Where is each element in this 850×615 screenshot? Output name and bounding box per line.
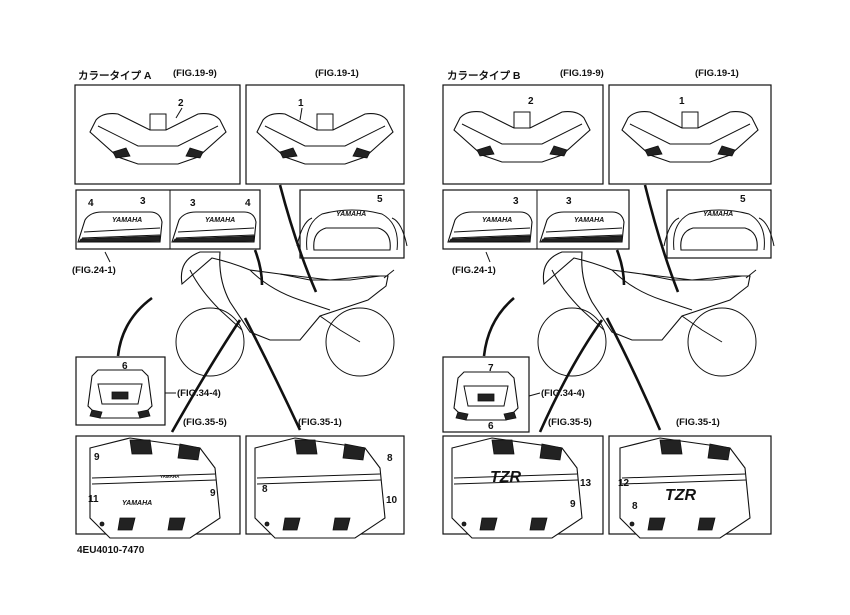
callout: 3 [190,198,196,209]
tail-decal-left [453,111,591,163]
seat-logo: YAMAHA [703,211,733,218]
callout: 9 [210,488,216,499]
side-cowl-left [89,437,221,539]
front-cowl [87,369,153,419]
box-front-cowl [442,356,530,433]
panel-title: カラータイプ A [78,69,152,82]
fig-label-19-1: (FIG.19-1) [695,68,739,79]
callout: 1 [679,96,685,107]
callout: 8 [262,484,268,495]
callout: 3 [140,196,146,207]
side-cowl-right [254,437,386,539]
callout: 6 [122,361,128,372]
box-seat-cowl [666,189,772,259]
fig-label-35-1: (FIG.35-1) [676,417,720,428]
panel-color-type-a: カラータイプ A (FIG.19-9) (FIG.19-1) 2 1 YAMAH… [72,68,408,539]
callout: 5 [740,194,746,205]
callout: 8 [387,453,393,464]
fig-label-19-9: (FIG.19-9) [173,68,217,79]
fig-label-35-1: (FIG.35-1) [298,417,342,428]
tank-logo-right: YAMAHA [574,217,604,224]
box-seat-cowl [299,189,405,259]
box-tail-left [74,84,241,185]
motorcycle-side-view [175,251,395,377]
panel-color-type-b: カラータイプ B (FIG.19-9) (FIG.19-1) 2 1 YAMAH… [442,68,775,539]
fig-label-19-9: (FIG.19-9) [560,68,604,79]
fig-label-35-5: (FIG.35-5) [548,417,592,428]
side-stripe-text: YAMAHA [160,474,180,479]
callout: 7 [488,363,494,374]
fig-label-24-1: (FIG.24-1) [452,265,496,276]
part-number: 4EU4010-7470 [77,545,145,556]
fig-label-34-4: (FIG.34-4) [541,388,585,399]
callout: 2 [178,98,184,109]
fig-label-24-1: (FIG.24-1) [72,265,116,276]
box-tank [75,189,261,250]
seat-logo: YAMAHA [336,211,366,218]
box-tail-left [442,84,604,185]
box-front-cowl [75,356,166,426]
callout: 2 [528,96,534,107]
callout: 10 [386,495,398,506]
callout: 4 [88,198,94,209]
tail-decal-right [621,111,759,163]
motorcycle-side-view [537,251,757,377]
panel-title: カラータイプ B [447,69,521,82]
tank-logo-left: YAMAHA [482,217,512,224]
callout: 13 [580,478,592,489]
callout: 9 [94,452,100,463]
callout: 3 [566,196,572,207]
fig-label-35-5: (FIG.35-5) [183,417,227,428]
cowl-logo-left: TZR [490,469,522,486]
fig-label-19-1: (FIG.19-1) [315,68,359,79]
tail-decal-left [89,113,227,165]
cowl-logo: YAMAHA [122,500,152,507]
tail-decal-right [256,113,394,165]
callout: 5 [377,194,383,205]
front-cowl [453,371,519,421]
side-cowl-left [451,437,583,539]
callout: 6 [488,421,494,432]
callout: 9 [570,499,576,510]
fig-label-34-4: (FIG.34-4) [177,388,221,399]
cowl-logo-right: TZR [665,487,697,504]
callout: 12 [618,478,630,489]
callout: 3 [513,196,519,207]
callout: 8 [632,501,638,512]
callout: 1 [298,98,304,109]
callout: 11 [88,494,99,505]
callout: 4 [245,198,251,209]
box-tail-right [608,84,772,185]
box-tank [442,189,630,250]
tank-logo-left: YAMAHA [112,217,142,224]
tank-logo-right: YAMAHA [205,217,235,224]
box-tail-right [245,84,405,185]
